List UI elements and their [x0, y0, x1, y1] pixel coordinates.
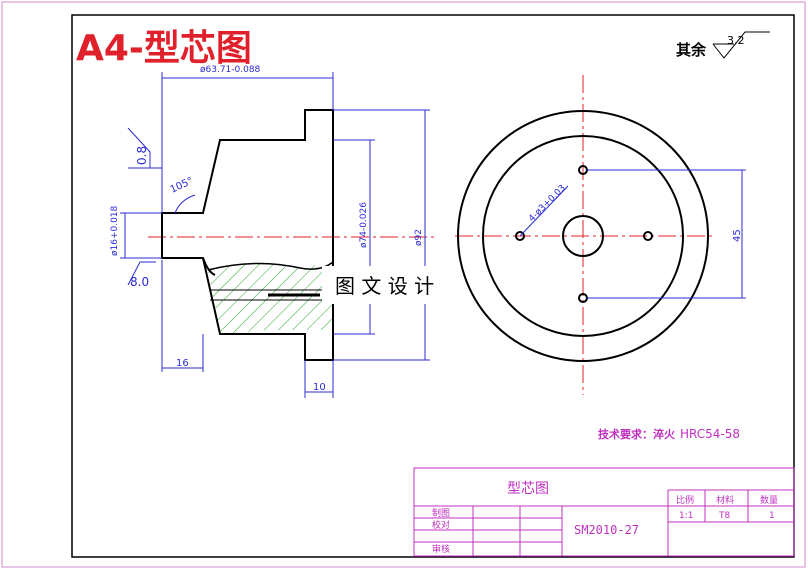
front-view: [455, 75, 746, 395]
roughness-value: 3.2: [727, 34, 745, 47]
drawing-title: A4-型芯图: [76, 28, 252, 69]
tech-req-value: HRC54-58: [680, 427, 740, 441]
title-block-row-3: 审核: [432, 543, 450, 555]
part-outline: [161, 109, 334, 361]
title-block-value-scale: 1:1: [679, 511, 693, 521]
pin-hole-right: [643, 231, 653, 241]
watermark-box: [322, 266, 482, 304]
title-block-header-material: 材料: [716, 494, 734, 506]
title-block-row-1: 制图: [432, 507, 450, 519]
dim-bottom-left: 16: [176, 358, 189, 369]
title-block-value-qty: 1: [769, 511, 775, 521]
roughness-symbol-icon: [712, 31, 770, 59]
center-bore: [562, 215, 604, 257]
dim-rough-left-bottom: 8.0: [130, 275, 149, 289]
side-dim-lines: [120, 72, 430, 398]
title-block-drawing-no: SM2010-27: [574, 523, 639, 537]
title-block: [413, 467, 795, 557]
title-block-header-scale: 比例: [676, 494, 694, 506]
watermark-text: 图 文 设 计: [335, 274, 434, 298]
tech-req-label: 技术要求：淬火: [598, 427, 676, 441]
roughness-other-label: 其余: [676, 41, 707, 59]
dim-small-bore: ø16+0.018: [110, 205, 120, 256]
outer-circle: [457, 110, 709, 362]
dim-rough-left-top: 0.8: [135, 146, 149, 165]
mid-circle: [482, 135, 684, 337]
dim-top-width: ø63.71-0.088: [200, 65, 261, 75]
title-block-header-qty: 数量: [760, 494, 778, 506]
section-hatch: [208, 262, 333, 334]
pin-hole-left: [515, 231, 525, 241]
dim-bottom-right: 10: [313, 382, 326, 393]
drawing-frame: [71, 14, 795, 558]
dim-outer-dia: ø92: [414, 229, 424, 246]
title-block-value-material: T8: [718, 511, 730, 521]
title-block-row-2: 校对: [432, 519, 450, 531]
dim-spacing: 45: [732, 229, 743, 242]
title-block-part-name: 型芯图: [507, 481, 549, 497]
dim-mid-dia: ø74-0.026: [359, 202, 369, 248]
